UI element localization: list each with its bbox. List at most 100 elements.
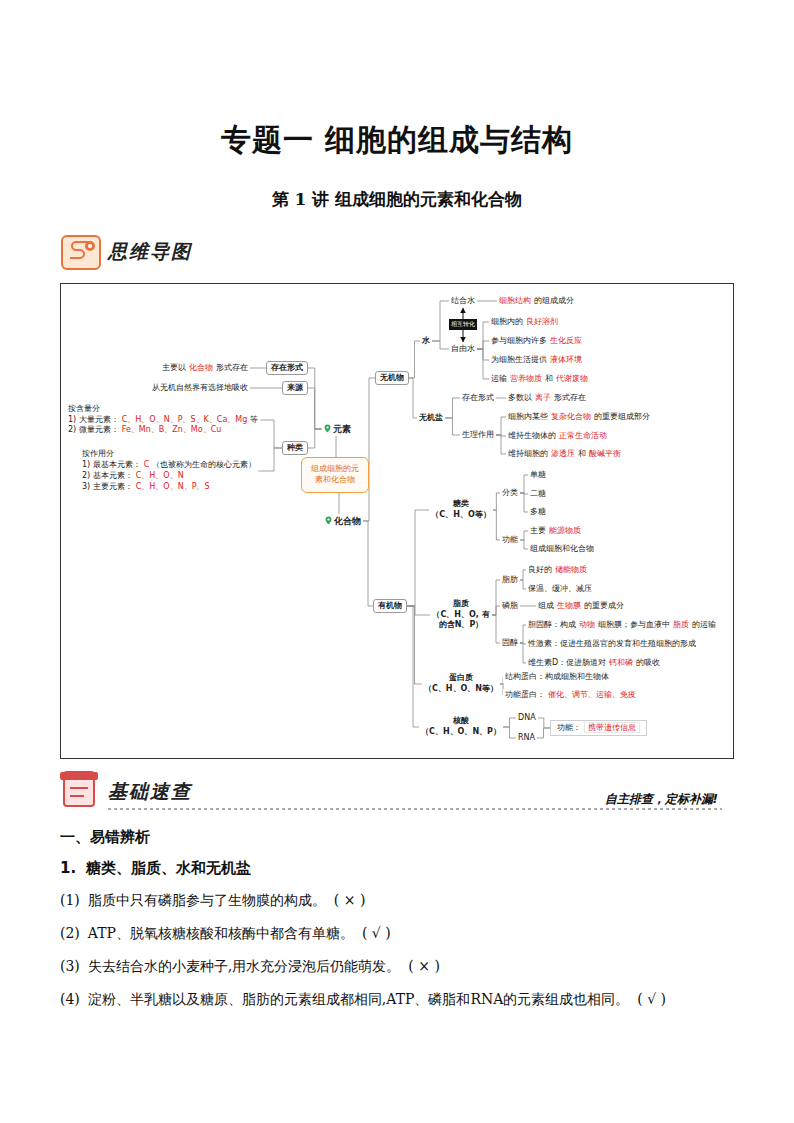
map-topic: 二糖 xyxy=(528,488,548,501)
node-text: 维持细胞的 xyxy=(508,449,548,458)
text-line: 3) 主要元素：C、H、O、N、P、S xyxy=(82,482,256,493)
text-line: 多数以离子形式存在 xyxy=(508,393,586,404)
map-topic: 组成生物膜的重要成分 xyxy=(536,600,626,613)
node-text: 的运输 xyxy=(692,620,716,629)
highlight-text: 复杂化合物 xyxy=(551,412,591,421)
category-box: 种类 xyxy=(282,441,308,456)
dashed-rule xyxy=(108,809,722,810)
branch-line xyxy=(538,718,550,728)
node-text: 的组成成分 xyxy=(534,296,574,305)
node-text: 从无机自然界有选择地吸收 xyxy=(152,383,248,392)
map-topic: 固醇 xyxy=(500,637,520,650)
branch-line xyxy=(363,521,373,606)
node-text: 结合水 xyxy=(451,296,475,305)
map-topic: 核酸（C、H、O、N、P） xyxy=(419,715,503,739)
highlight-text: 钙和磷 xyxy=(609,658,633,667)
label-text: 淀粉、半乳糖以及糖原、脂肪的元素组成都相同,ATP、磷脂和RNA的元素组成也相同… xyxy=(88,991,629,1007)
node-text: 二糖 xyxy=(530,489,546,498)
text-line: 脂质 xyxy=(432,599,490,610)
text-line: 维持生物体的正常生命活动 xyxy=(508,431,607,442)
category-box: 无机物 xyxy=(375,371,409,386)
text-line: 功能 xyxy=(502,535,518,546)
map-topic: 从无机自然界有选择地吸收 xyxy=(150,382,250,395)
text-line: 从无机自然界有选择地吸收 xyxy=(152,383,248,394)
branch-line xyxy=(339,493,340,514)
branch-line xyxy=(432,341,449,349)
branch-line xyxy=(250,367,266,368)
branch-line xyxy=(520,493,528,512)
branch-line xyxy=(308,388,322,429)
text-line: 结构蛋白：构成细胞和生物体 xyxy=(505,672,609,683)
text-line: 有机物 xyxy=(378,601,402,612)
edge-label: 相互转化 xyxy=(449,319,477,330)
branch-line xyxy=(445,418,460,435)
map-topic: 水 xyxy=(420,335,432,348)
node-text: 性激素：促进生殖器官的发育和生殖细胞的形成 xyxy=(528,639,696,648)
map-topic: 存在形式 xyxy=(460,392,496,405)
node-text: （C、H、O、N等） xyxy=(424,684,498,693)
node-text: 磷脂 xyxy=(502,601,518,610)
node-text: 蛋白质 xyxy=(449,673,473,682)
category-box: 有机物 xyxy=(373,599,407,614)
text-line: DNA xyxy=(518,713,536,724)
node-text: 水 xyxy=(422,336,430,345)
branch-line xyxy=(258,448,282,471)
branch-line xyxy=(477,322,489,349)
text-line: 单糖 xyxy=(530,470,546,481)
map-topic: 多数以离子形式存在 xyxy=(506,392,588,405)
node-text: （C、H、O等） xyxy=(431,510,490,519)
map-topic: 化合物 xyxy=(323,514,363,528)
branch-line xyxy=(520,540,528,549)
text-line: 磷脂 xyxy=(502,601,518,612)
highlight-text: C xyxy=(144,460,150,469)
branch-line xyxy=(503,718,516,727)
label-text: (3) xyxy=(60,958,80,974)
text-line: 糖类 xyxy=(431,499,490,510)
branch-line xyxy=(496,435,506,454)
branch-line xyxy=(477,341,489,349)
map-topic: 功能蛋白：催化、调节、运输、免疫 xyxy=(503,689,638,702)
text-line: 细胞内的良好溶剂 xyxy=(491,317,558,328)
node-text: 存在形式 xyxy=(271,363,303,372)
map-topic: 脂质 （C、H、O, 有的含N、P） xyxy=(430,598,492,632)
node-text: DNA xyxy=(518,713,536,722)
node-text: 2) 微量元素： xyxy=(68,425,119,434)
node-text: 运输 xyxy=(491,374,507,383)
quickcheck-icon xyxy=(60,772,98,806)
node-text: 和 xyxy=(545,374,553,383)
text-line: 运输营养物质和代谢废物 xyxy=(491,374,588,385)
map-topic: 维持细胞的渗透压和酸碱平衡 xyxy=(506,448,623,461)
branch-line xyxy=(409,378,417,418)
text-row: 1.糖类、脂质、水和无机盐 xyxy=(60,859,251,878)
text-line: 存在形式 xyxy=(271,363,303,374)
label-text: 一、易错辨析 xyxy=(60,828,150,846)
node-text: 生理作用 xyxy=(462,430,494,439)
text-line: 主要以化合物形式存在 xyxy=(162,363,248,374)
node-text: 脂质 xyxy=(453,599,469,608)
text-line: 自由水 xyxy=(451,344,475,355)
text-line: 细胞内某些复杂化合物的重要组成部分 xyxy=(508,412,650,423)
highlight-text: 代谢废物 xyxy=(556,374,588,383)
text-row: 思维导图 xyxy=(108,239,192,265)
node-text: 的重要成分 xyxy=(584,601,624,610)
node-text: （C、H、O, 有的含N、P） xyxy=(432,610,489,630)
node-text: 主要以 xyxy=(162,363,186,372)
highlight-text: 液体环境 xyxy=(550,355,582,364)
text-line: 为细胞生活提供液体环境 xyxy=(491,355,582,366)
text-line: 维持细胞的渗透压和酸碱平衡 xyxy=(508,449,621,460)
node-text: 3) 主要元素： xyxy=(82,482,133,491)
branch-line xyxy=(493,493,500,510)
text-line: 按含量分 xyxy=(68,404,258,415)
map-topic: 分类 xyxy=(500,487,520,500)
highlight-text: C、H、O、N、P、S、K、Ca、Mg xyxy=(122,415,248,424)
text-line: 保温、缓冲、减压 xyxy=(528,584,592,595)
mindmap-icon xyxy=(62,236,100,269)
node-text: 形式存在 xyxy=(554,393,586,402)
node-text: 结构蛋白：构成细胞和生物体 xyxy=(505,672,609,681)
node-text: 和 xyxy=(578,449,586,458)
text-row: 第 1 讲 组成细胞的元素和化合物 xyxy=(272,188,523,211)
map-topic: 单糖 xyxy=(528,469,548,482)
branch-line xyxy=(496,397,506,398)
text-line: 胆固醇：构成动物细胞膜；参与血液中脂质的运输 xyxy=(528,620,716,631)
text-line: 来源 xyxy=(287,383,303,394)
